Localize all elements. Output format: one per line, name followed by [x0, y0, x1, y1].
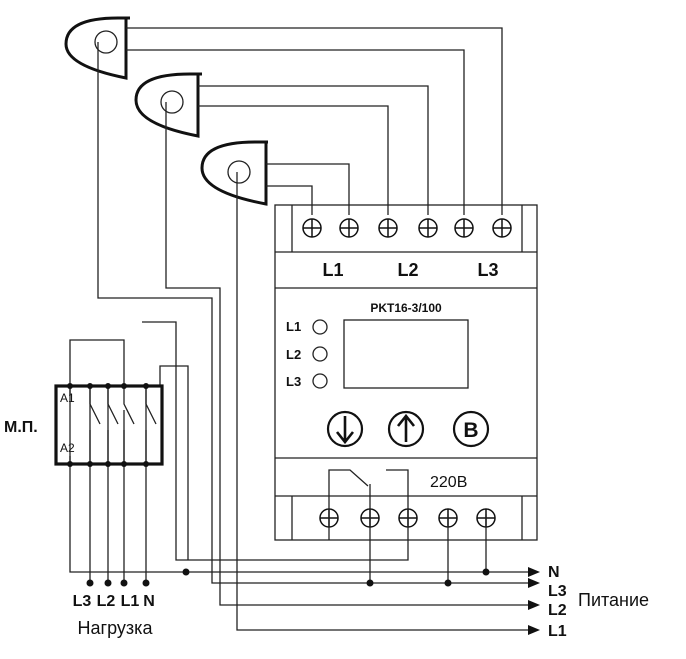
up-button[interactable] [387, 410, 425, 448]
load-label-l3: L3 [73, 593, 92, 610]
supply-label-l1: L1 [548, 623, 567, 640]
top-terminal-row [302, 218, 512, 238]
top-terminal-screw-5 [454, 218, 474, 238]
supply-label-l2: L2 [548, 602, 567, 619]
contactor-a2-label: A2 [60, 441, 75, 455]
contactor-a1-label: A1 [60, 391, 75, 405]
junction-dots [86, 568, 490, 587]
arrow-up-icon [396, 413, 416, 442]
load-label-l2: L2 [97, 593, 116, 610]
display-window [343, 319, 469, 389]
led-l1-indicator [312, 319, 328, 335]
load-label-n: N [143, 593, 155, 610]
current-transformer-3 [200, 140, 268, 206]
current-transformer-2 [134, 72, 202, 138]
contactor-label: М.П. [4, 419, 38, 436]
led-group: L1 L2 L3 [286, 319, 328, 389]
supply-label-n: N [548, 564, 560, 581]
top-terminal-screw-4 [418, 218, 438, 238]
contactor: A1 A2 [54, 383, 164, 467]
load-terminal-labels: L3 L2 L1 N [73, 593, 155, 610]
top-label-l1: L1 [322, 260, 343, 280]
supply-line-labels: N L3 L2 L1 [548, 564, 567, 640]
supply-arrows [528, 567, 540, 635]
arrow-right-icon [528, 578, 540, 588]
internal-relay-contact [328, 469, 409, 514]
top-terminal-screw-6 [492, 218, 512, 238]
b-button-label: B [463, 419, 478, 442]
led-l2-indicator [312, 346, 328, 362]
top-label-l3: L3 [477, 260, 498, 280]
load-label-l1: L1 [121, 593, 140, 610]
supply-caption: Питание [578, 590, 649, 610]
led-l3-indicator [312, 373, 328, 389]
model-label: PKT16-3/100 [370, 301, 442, 315]
top-terminal-screw-2 [339, 218, 359, 238]
top-label-l2: L2 [397, 260, 418, 280]
top-terminal-screw-3 [378, 218, 398, 238]
arrow-right-icon [528, 567, 540, 577]
led-label-l3: L3 [286, 374, 301, 389]
arrow-down-icon [335, 416, 355, 445]
load-caption: Нагрузка [78, 618, 154, 638]
led-label-l2: L2 [286, 347, 301, 362]
voltage-label: 220В [430, 474, 467, 491]
arrow-right-icon [528, 600, 540, 610]
down-button[interactable] [326, 410, 364, 448]
top-terminal-screw-1 [302, 218, 322, 238]
arrow-right-icon [528, 625, 540, 635]
supply-label-l3: L3 [548, 583, 567, 600]
wiring-lines [69, 27, 535, 631]
b-button[interactable]: B [452, 410, 490, 448]
led-label-l1: L1 [286, 319, 301, 334]
